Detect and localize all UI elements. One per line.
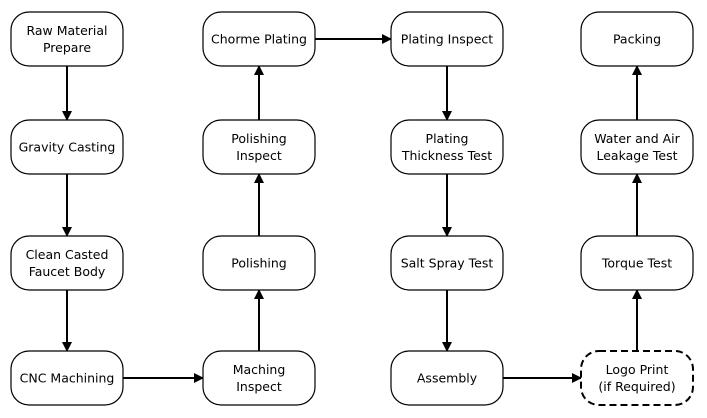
edges-layer — [62, 34, 642, 383]
node-label-line: Torque Test — [601, 256, 672, 271]
node-label-line: Polishing — [231, 256, 286, 271]
node-assembly: Assembly — [390, 350, 504, 406]
node-label-line: Inspect — [236, 148, 282, 163]
node-box — [10, 11, 124, 67]
node-box — [10, 119, 124, 175]
node-box — [202, 119, 316, 175]
node-label-line: Chorme Plating — [211, 32, 307, 47]
node-plating-inspect: Plating Inspect — [390, 11, 504, 67]
node-label-line: Assembly — [417, 371, 478, 386]
node-box — [10, 235, 124, 291]
node-packing: Packing — [580, 11, 694, 67]
node-label-line: Maching — [233, 362, 286, 377]
node-label-line: Gravity Casting — [19, 140, 116, 155]
node-box — [390, 350, 504, 406]
node-box — [202, 235, 316, 291]
node-label-line: Inspect — [236, 379, 282, 394]
node-label-line: Polishing — [231, 131, 286, 146]
node-box — [390, 235, 504, 291]
node-label-line: Raw Material — [26, 23, 107, 38]
node-box — [202, 350, 316, 406]
node-box — [580, 235, 694, 291]
node-box — [10, 350, 124, 406]
node-box — [580, 350, 694, 406]
node-label-line: CNC Machining — [20, 371, 115, 386]
node-label-line: Plating — [426, 131, 469, 146]
node-polishing: Polishing — [202, 235, 316, 291]
node-label-line: Prepare — [43, 40, 91, 55]
node-salt-spray-test: Salt Spray Test — [390, 235, 504, 291]
node-label-line: Plating Inspect — [401, 32, 493, 47]
node-label-line: Thickness Test — [401, 148, 492, 163]
node-gravity-casting: Gravity Casting — [10, 119, 124, 175]
node-label-line: (if Required) — [598, 379, 675, 394]
node-box — [390, 11, 504, 67]
node-torque-test: Torque Test — [580, 235, 694, 291]
node-box — [580, 119, 694, 175]
node-chorme-plating: Chorme Plating — [202, 11, 316, 67]
node-cnc-machining: CNC Machining — [10, 350, 124, 406]
node-box — [580, 11, 694, 67]
node-box — [202, 11, 316, 67]
node-label-line: Logo Print — [606, 362, 669, 377]
node-label-line: Packing — [613, 32, 661, 47]
node-label-line: Clean Casted — [26, 247, 109, 262]
node-logo-print: Logo Print (if Required) — [580, 350, 694, 406]
node-label-line: Water and Air — [594, 131, 680, 146]
node-box — [390, 119, 504, 175]
node-label-line: Faucet Body — [29, 264, 106, 279]
node-label-line: Leakage Test — [597, 148, 678, 163]
node-label-line: Salt Spray Test — [401, 256, 494, 271]
